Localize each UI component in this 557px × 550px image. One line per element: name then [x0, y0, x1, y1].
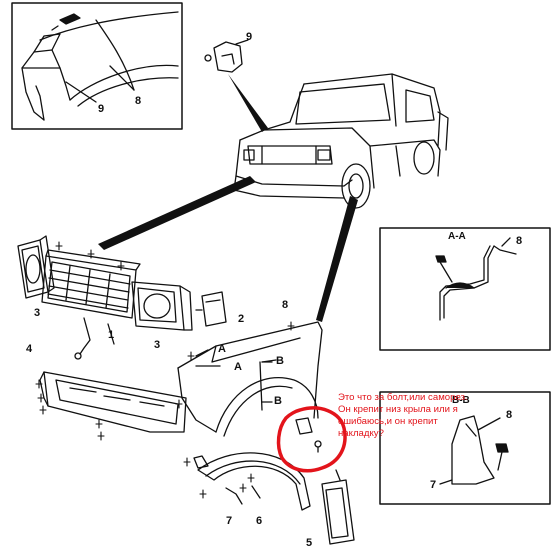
bumper [39, 371, 187, 433]
callout-8-bb: 8 [506, 409, 513, 421]
section-title-bb: B-B [452, 395, 470, 406]
highlight-circle [276, 406, 347, 473]
callout-9-top-left: 9 [98, 103, 105, 115]
callout-1: 1 [108, 329, 115, 341]
callout-7: 7 [226, 515, 233, 527]
grille [41, 249, 141, 319]
fasteners [35, 241, 295, 499]
vehicle [233, 73, 449, 209]
headlamp-bezel-right [131, 281, 193, 331]
callout-7-bb: 7 [430, 479, 437, 491]
callout-8-fender: 8 [282, 299, 289, 311]
inset-section-aa [379, 227, 551, 351]
callout-8-aa: 8 [516, 235, 523, 247]
fender-screw [295, 417, 322, 453]
headlamp-bezel-left [17, 235, 55, 299]
section-title-aa: A-A [448, 231, 466, 242]
fender [177, 321, 323, 437]
callout-2: 2 [238, 313, 245, 325]
callout-9-bracket: 9 [246, 31, 253, 43]
callout-3-right: 3 [154, 339, 161, 351]
section-markers [195, 349, 273, 403]
callout-5: 5 [306, 537, 313, 549]
mud-flap [321, 469, 355, 545]
callout-6: 6 [256, 515, 263, 527]
inset-fender-front [11, 2, 183, 130]
section-mark-a-lower: A [234, 361, 242, 373]
inner-liner [193, 452, 311, 511]
side-lamp [195, 291, 227, 327]
callout-3-left: 3 [34, 307, 41, 319]
section-mark-b-upper: B [276, 355, 284, 367]
section-mark-a-upper: A [218, 343, 226, 355]
bracket-9 [204, 39, 249, 73]
question-annotation: Это что за болт,или саморез. Он крепит н… [338, 392, 468, 439]
grille-brackets [74, 317, 115, 360]
callout-4: 4 [26, 343, 33, 355]
inset-section-bb [379, 391, 551, 505]
section-mark-b-lower: B [274, 395, 282, 407]
callout-8-top-left: 8 [135, 95, 142, 107]
